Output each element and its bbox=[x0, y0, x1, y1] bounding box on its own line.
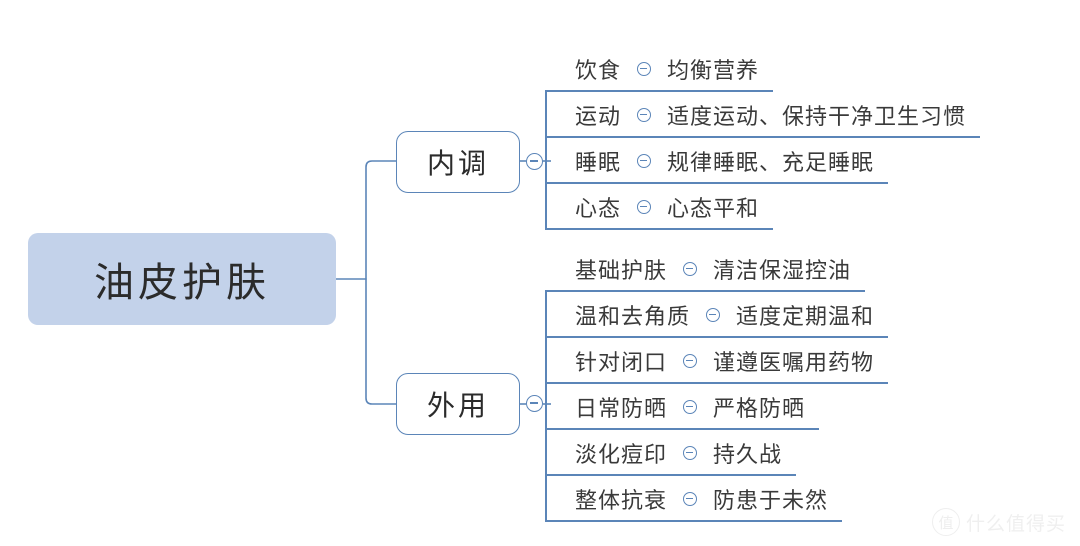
leaf-value-label: 持久战 bbox=[713, 442, 783, 467]
minus-circle-icon[interactable] bbox=[637, 108, 652, 122]
leaf-key-label: 日常防晒 bbox=[575, 396, 668, 421]
leaf-row[interactable]: 日常防晒 严格防晒 bbox=[545, 384, 819, 430]
watermark-text: 什么值得买 bbox=[965, 513, 1066, 535]
branch-node-inner-label: 内调 bbox=[426, 149, 489, 180]
leaf-underline bbox=[545, 382, 888, 384]
leaf-row[interactable]: 淡化痘印 持久战 bbox=[545, 430, 796, 476]
leaf-row[interactable]: 温和去角质 适度定期温和 bbox=[545, 292, 888, 338]
minus-circle-icon[interactable] bbox=[683, 492, 698, 506]
leaf-key-label: 睡眠 bbox=[575, 150, 622, 175]
root-node[interactable]: 油皮护肤 bbox=[28, 233, 336, 325]
leaf-group-inner: 饮食 均衡营养运动 适度运动、保持干净卫生习惯睡眠 规律睡眠、充足睡眠心态 心态平和 bbox=[545, 46, 980, 230]
branch-node-inner[interactable]: 内调 bbox=[396, 131, 520, 193]
leaf-group-outer: 基础护肤 清洁保湿控油温和去角质 适度定期温和针对闭口 谨遵医嘱用药物日常防晒 严格防晒… bbox=[545, 246, 888, 522]
leaf-underline bbox=[545, 520, 842, 522]
minus-circle-icon[interactable] bbox=[637, 154, 652, 168]
leaf-value-label: 谨遵医嘱用药物 bbox=[713, 350, 875, 375]
leaf-value-label: 适度定期温和 bbox=[736, 304, 875, 329]
leaf-key-label: 运动 bbox=[575, 104, 622, 129]
watermark: 值 什么值得买 bbox=[931, 508, 1066, 536]
leaf-underline bbox=[545, 228, 773, 230]
leaf-underline bbox=[545, 182, 888, 184]
leaf-group-inner-spine bbox=[545, 92, 547, 230]
leaf-row[interactable]: 饮食 均衡营养 bbox=[545, 46, 773, 92]
leaf-value-label: 心态平和 bbox=[667, 196, 760, 221]
leaf-value-label: 严格防晒 bbox=[713, 396, 806, 421]
minus-circle-icon[interactable] bbox=[637, 62, 652, 76]
leaf-value-label: 清洁保湿控油 bbox=[713, 258, 852, 283]
leaf-row[interactable]: 针对闭口 谨遵医嘱用药物 bbox=[545, 338, 888, 384]
leaf-value-label: 防患于未然 bbox=[713, 488, 829, 513]
collapse-handle-outer[interactable] bbox=[526, 395, 543, 412]
leaf-underline bbox=[545, 474, 796, 476]
leaf-key-label: 饮食 bbox=[575, 58, 622, 83]
leaf-underline bbox=[545, 136, 980, 138]
minus-circle-icon[interactable] bbox=[683, 446, 698, 460]
leaf-group-outer-spine bbox=[545, 292, 547, 522]
leaf-key-label: 淡化痘印 bbox=[575, 442, 668, 467]
watermark-logo-icon: 值 bbox=[931, 508, 960, 536]
leaf-value-label: 规律睡眠、充足睡眠 bbox=[667, 150, 875, 175]
leaf-underline bbox=[545, 428, 819, 430]
minus-circle-icon[interactable] bbox=[683, 354, 698, 368]
leaf-key-label: 心态 bbox=[575, 196, 622, 221]
root-node-label: 油皮护肤 bbox=[94, 260, 270, 305]
minus-circle-icon[interactable] bbox=[706, 308, 721, 322]
minus-circle-icon[interactable] bbox=[637, 200, 652, 214]
leaf-value-label: 适度运动、保持干净卫生习惯 bbox=[667, 104, 967, 129]
collapse-handle-inner[interactable] bbox=[526, 153, 543, 170]
minus-circle-icon[interactable] bbox=[683, 400, 698, 414]
leaf-value-label: 均衡营养 bbox=[667, 58, 760, 83]
leaf-underline bbox=[545, 90, 773, 92]
branch-node-outer[interactable]: 外用 bbox=[396, 373, 520, 435]
leaf-underline bbox=[545, 336, 888, 338]
leaf-row[interactable]: 睡眠 规律睡眠、充足睡眠 bbox=[545, 138, 888, 184]
leaf-key-label: 整体抗衰 bbox=[575, 488, 668, 513]
leaf-underline bbox=[545, 290, 865, 292]
leaf-key-label: 温和去角质 bbox=[575, 304, 691, 329]
leaf-row[interactable]: 运动 适度运动、保持干净卫生习惯 bbox=[545, 92, 980, 138]
leaf-row[interactable]: 心态 心态平和 bbox=[545, 184, 773, 230]
minus-circle-icon[interactable] bbox=[683, 262, 698, 276]
leaf-key-label: 针对闭口 bbox=[575, 350, 668, 375]
leaf-row[interactable]: 基础护肤 清洁保湿控油 bbox=[545, 246, 865, 292]
leaf-row[interactable]: 整体抗衰 防患于未然 bbox=[545, 476, 842, 522]
branch-node-outer-label: 外用 bbox=[426, 391, 489, 422]
leaf-key-label: 基础护肤 bbox=[575, 258, 668, 283]
